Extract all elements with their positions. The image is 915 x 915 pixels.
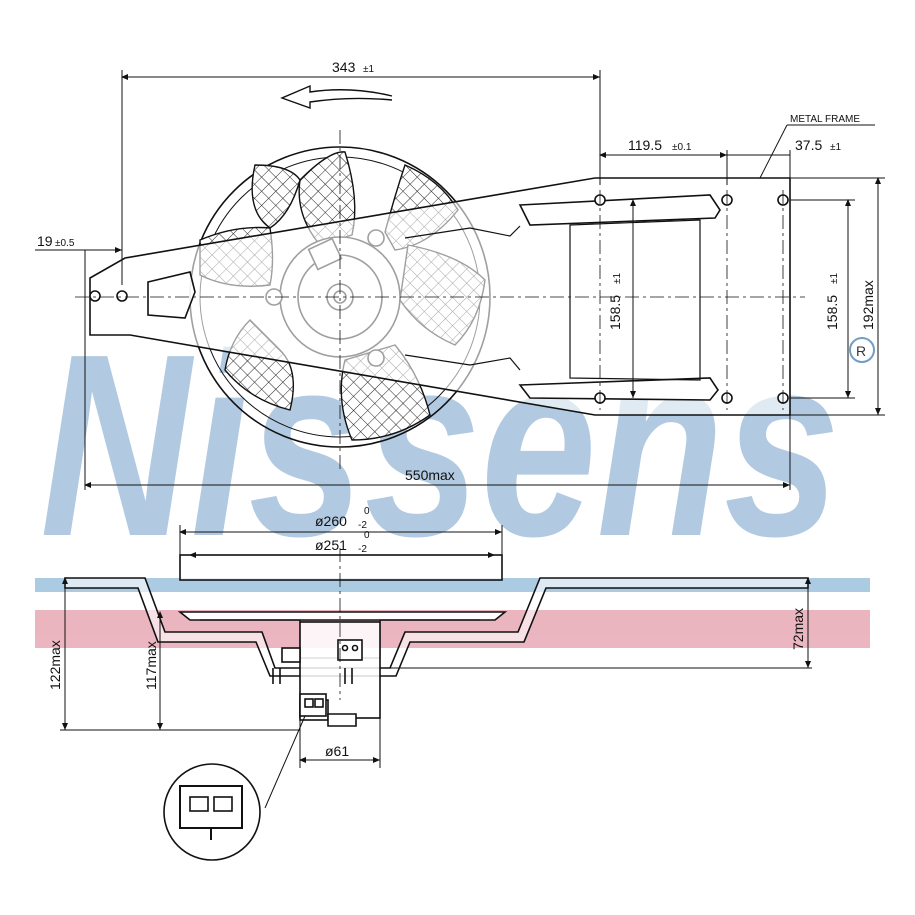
registered-mark: R (856, 343, 866, 359)
dim-260: ø260 (315, 513, 347, 529)
wire-connector-inner (304, 698, 314, 708)
shroud-top-band (179, 554, 503, 581)
side-dimension-labels: ø260 0 -2 ø251 0 -2 122max 117max 72max … (47, 506, 806, 759)
connector-pin (351, 644, 359, 652)
bolt-stub (344, 668, 353, 684)
motor-connector-side (337, 639, 363, 661)
dim-61: ø61 (325, 743, 349, 759)
connector-detail-pin (189, 796, 209, 812)
dim-260-tol-top: 0 (364, 506, 370, 517)
dim-158-outer-tol: ±1 (829, 273, 840, 284)
motor-plug (327, 713, 357, 727)
top-dimension-labels: 343 ±1 19 ±0.5 119.5 ±0.1 37.5 ±1 METAL … (37, 59, 876, 483)
mounting-hole (116, 290, 128, 302)
metal-frame-slot-top (518, 194, 721, 226)
side-view (64, 548, 809, 861)
dim-251: ø251 (315, 537, 347, 553)
dim-37: 37.5 (795, 137, 822, 153)
dim-158-inner-tol: ±1 (612, 273, 623, 284)
dim-117: 117max (143, 641, 159, 690)
metal-frame-inner (147, 271, 196, 319)
dim-192: 192max (860, 280, 876, 330)
dim-19-tol: ±0.5 (55, 238, 75, 249)
dim-19: 19 (37, 233, 53, 249)
bolt-stub (272, 668, 281, 684)
connector-detail-pin (213, 796, 233, 812)
shroud-ring (177, 611, 508, 621)
dim-72: 72max (790, 608, 806, 650)
dim-343: 343 (332, 59, 356, 75)
mounting-hole (89, 290, 101, 302)
metal-frame-center-opening (569, 219, 701, 381)
motor-tab (281, 647, 301, 663)
connector-pin (341, 644, 349, 652)
leader-line (264, 715, 306, 809)
dim-550: 550max (405, 467, 455, 483)
dim-251-tol-top: 0 (364, 530, 370, 541)
metal-frame-label: METAL FRAME (790, 114, 860, 125)
fan-blade (251, 164, 301, 229)
dim-37-tol: ±1 (830, 142, 841, 153)
dim-122: 122max (47, 640, 63, 690)
dim-119: 119.5 (628, 137, 662, 153)
dim-260-tol-bot: -2 (358, 520, 367, 531)
top-dimensions (35, 70, 885, 490)
dim-343-tol: ±1 (363, 64, 374, 75)
dim-158-outer: 158.5 (824, 295, 840, 330)
dim-119-tol: ±0.1 (672, 142, 692, 153)
wire-connector-inner (314, 698, 324, 708)
dim-251-tol-bot: -2 (358, 544, 367, 555)
top-view (75, 84, 805, 470)
side-dimensions (60, 525, 812, 768)
center-lines (75, 130, 805, 470)
frame-edge-line (404, 225, 521, 239)
dim-158-inner: 158.5 (607, 295, 623, 330)
frame-edge-line (404, 354, 521, 371)
rotation-arrow-icon (280, 84, 393, 109)
